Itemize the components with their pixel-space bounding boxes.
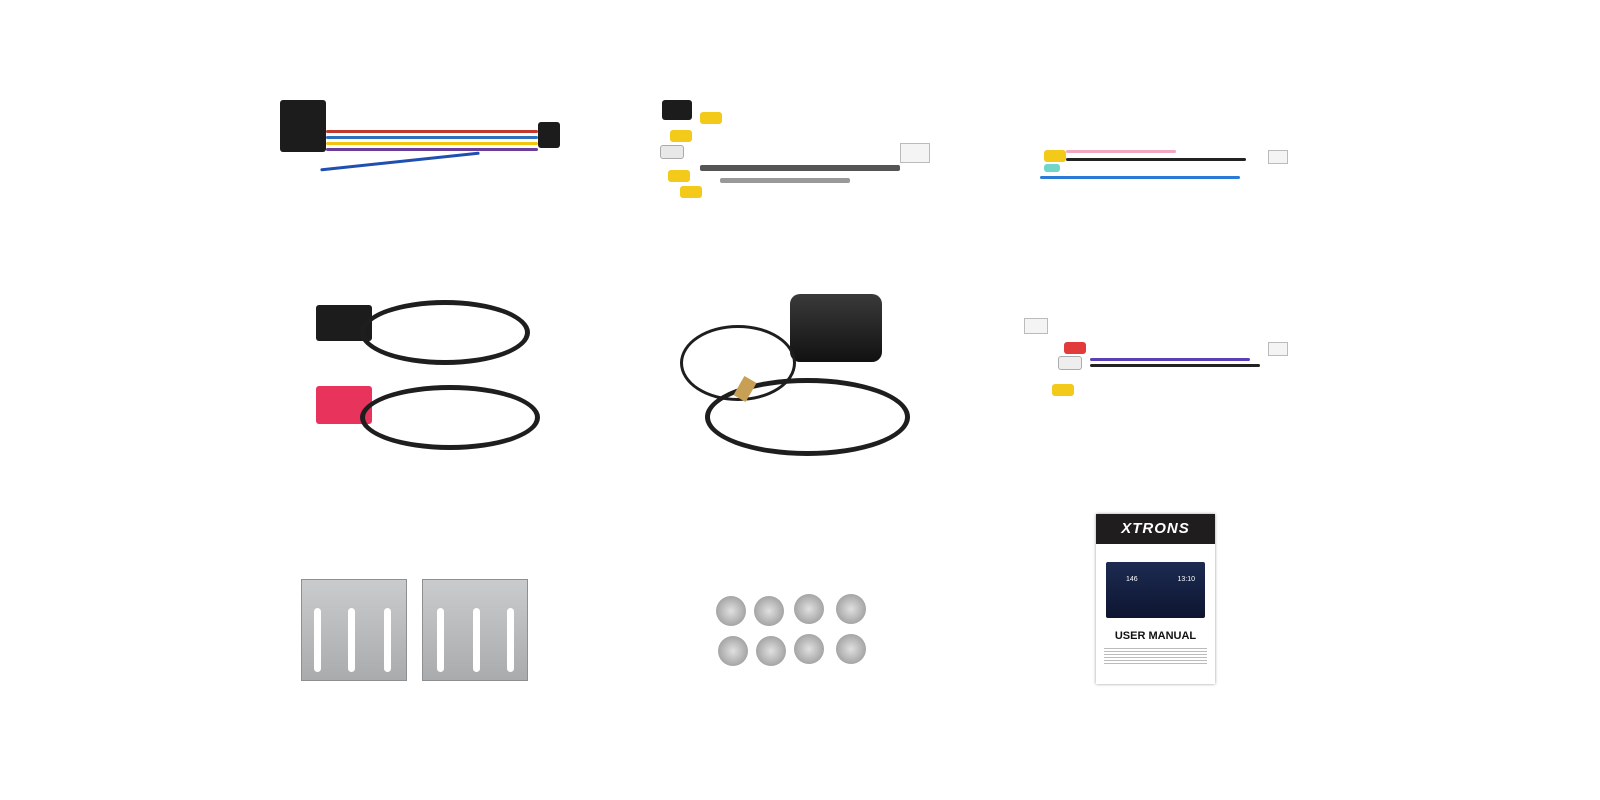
manual-screen-image: 146 13:10 xyxy=(1106,562,1205,618)
screen-speed: 146 xyxy=(1126,576,1138,583)
screen-time: 13:10 xyxy=(1177,576,1195,583)
user-manual: XTRONS 146 13:10 USER MANUAL xyxy=(1096,514,1215,684)
manual-title: USER MANUAL xyxy=(1114,630,1197,642)
manual-body-text xyxy=(1104,646,1207,664)
manual-brand: XTRONS xyxy=(1096,514,1215,544)
